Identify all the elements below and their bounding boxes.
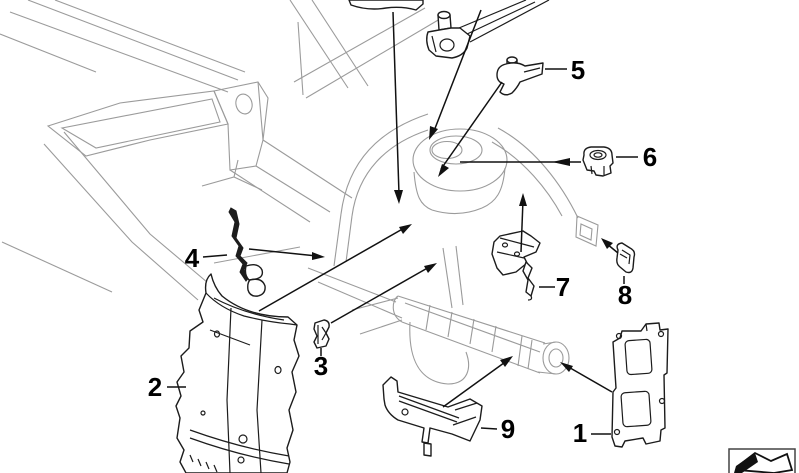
callout-leaders (167, 9, 638, 435)
part-callout-1[interactable]: 1 (572, 418, 588, 448)
part-shape-7 (491, 230, 541, 301)
part-shape-8 (616, 242, 636, 274)
part-callout-3[interactable]: 3 (313, 351, 329, 381)
part-callout-4[interactable]: 4 (184, 243, 200, 273)
part-shape-1 (611, 322, 669, 448)
body-structure (0, 0, 599, 385)
part-callout-5[interactable]: 5 (570, 55, 586, 85)
orientation-marker-icon (728, 448, 796, 473)
part-shape-arm-bracket (426, 0, 550, 59)
part-shape-9 (382, 376, 483, 457)
part-callout-7[interactable]: 7 (555, 272, 571, 302)
part-callout-9[interactable]: 9 (500, 414, 516, 444)
part-shape-6 (582, 146, 614, 177)
part-shape-4 (228, 207, 266, 297)
part-callout-2[interactable]: 2 (147, 372, 163, 402)
part-shape-3 (313, 319, 330, 349)
part-shape-top-cutoff (348, 0, 424, 11)
part-shape-5 (496, 56, 544, 96)
part-shape-2 (175, 273, 300, 473)
part-callout-6[interactable]: 6 (642, 142, 658, 172)
part-callout-8[interactable]: 8 (617, 280, 633, 310)
